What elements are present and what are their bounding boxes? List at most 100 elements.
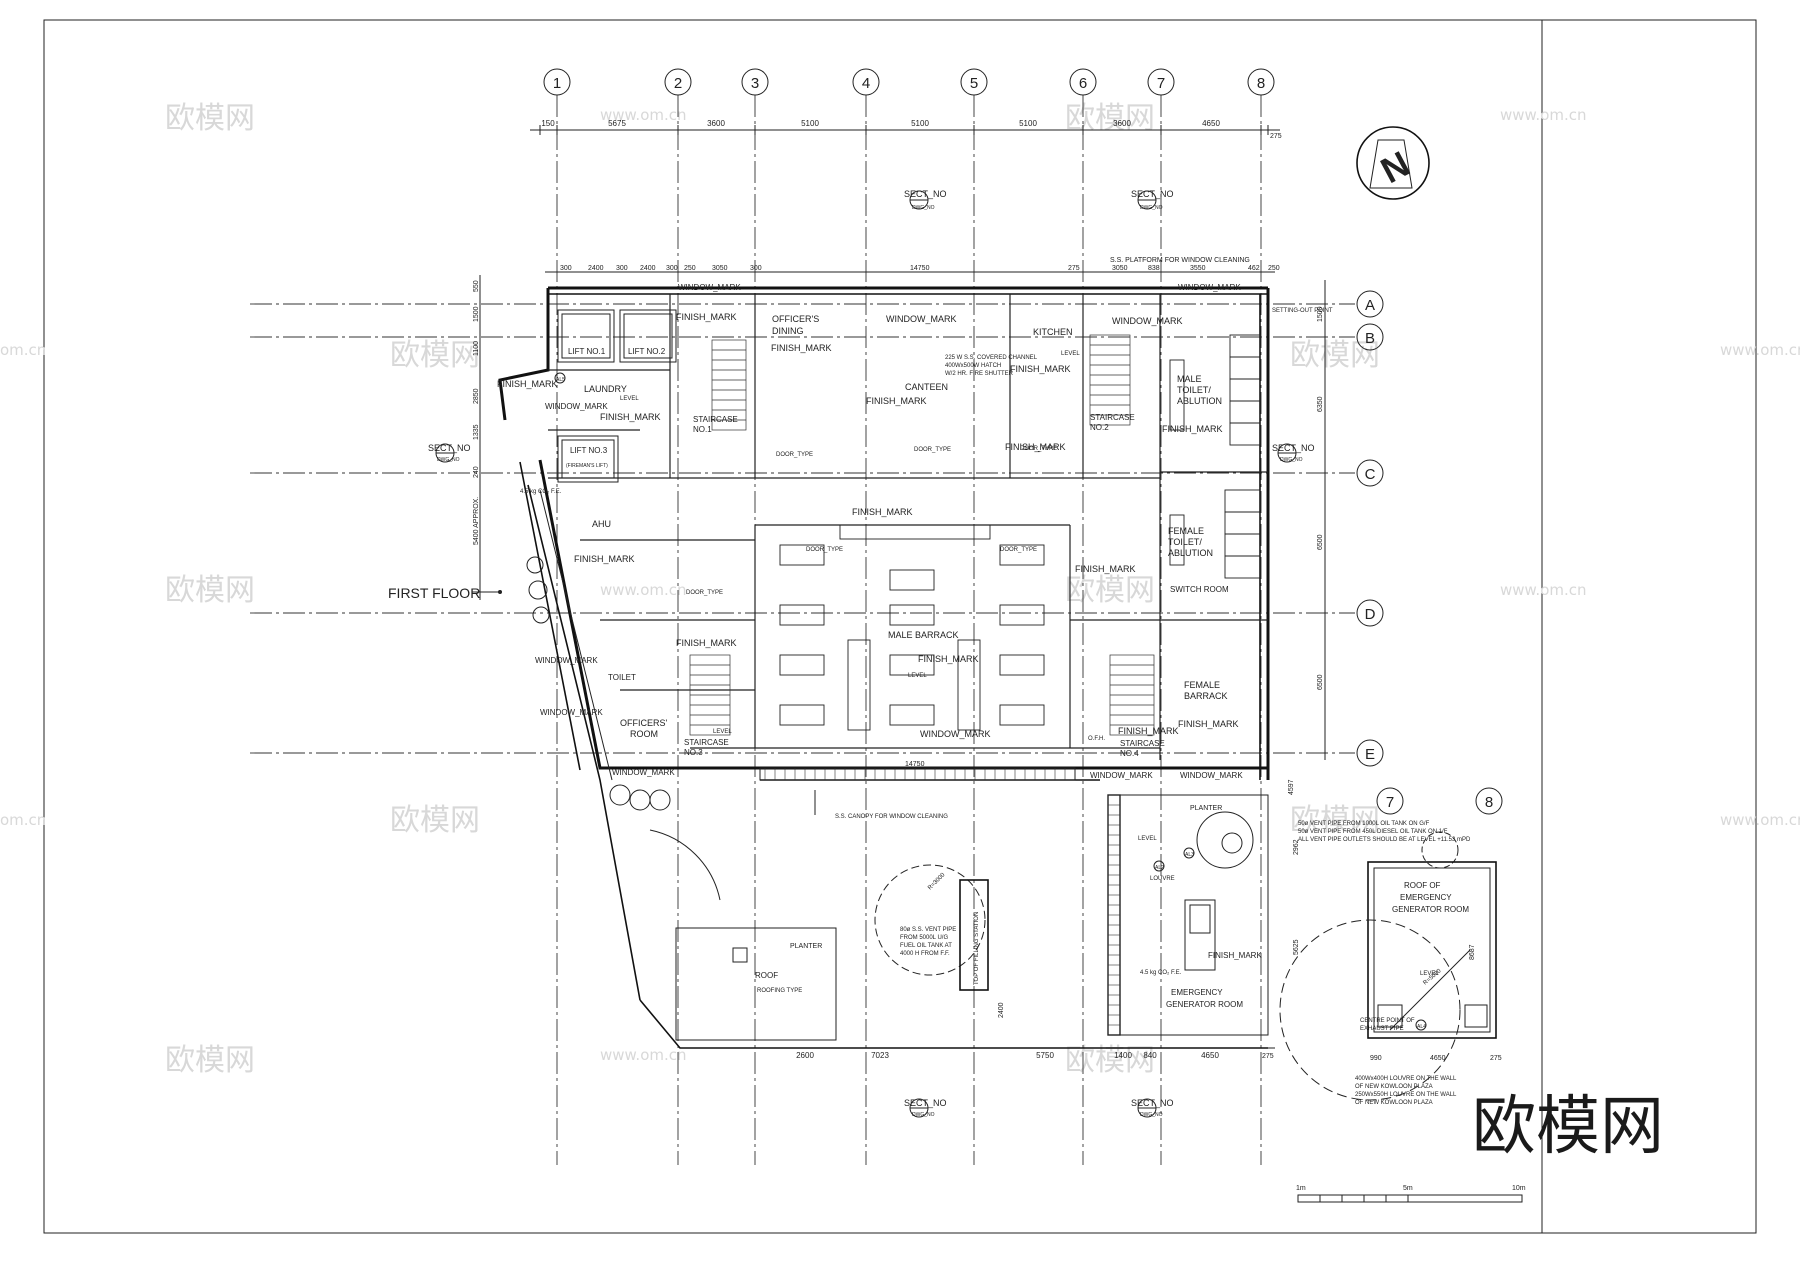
svg-text:EMERGENCY: EMERGENCY	[1171, 988, 1223, 997]
svg-text:ROOFING TYPE: ROOFING TYPE	[757, 988, 802, 994]
canopy-band	[759, 767, 1076, 781]
svg-text:NO.3: NO.3	[684, 748, 703, 757]
svg-text:FINISH_MARK: FINISH_MARK	[1208, 951, 1262, 960]
svg-text:4000 H FROM F.F.: 4000 H FROM F.F.	[900, 951, 950, 957]
watermark-brand-large: 欧模网	[1472, 1090, 1664, 1164]
finish-mark: FINISH_MARK	[676, 312, 737, 322]
svg-text:NO.1: NO.1	[693, 425, 712, 434]
svg-text:5675: 5675	[608, 119, 626, 128]
svg-text:B: B	[1365, 330, 1375, 347]
tag-al4	[1415, 1019, 1427, 1031]
watermark-brand: 欧模网	[1290, 803, 1380, 838]
watermark-site: www.om.cn	[1500, 106, 1587, 124]
svg-text:250: 250	[684, 265, 696, 272]
svg-text:DINING: DINING	[772, 326, 804, 336]
svg-text:LIFT NO.1: LIFT NO.1	[568, 347, 606, 356]
svg-text:225 W S.S. COVERED CHANNEL: 225 W S.S. COVERED CHANNEL	[945, 355, 1038, 361]
svg-text:5625: 5625	[1293, 939, 1300, 955]
svg-text:2: 2	[674, 75, 682, 92]
svg-text:C: C	[1365, 466, 1376, 483]
svg-text:1500: 1500	[1317, 306, 1324, 322]
fire-extinguisher-note: 4.5 kg CO₂ F.E.	[520, 489, 562, 495]
roof-of-generator-room: ROOF OF EMERGENCY GENERATOR ROOM CENTRE …	[1279, 861, 1502, 1106]
svg-text:6: 6	[1079, 75, 1087, 92]
room-label-male-toilet: MALE	[1177, 374, 1202, 384]
svg-text:1400: 1400	[1114, 1051, 1132, 1060]
svg-text:AL5: AL5	[556, 377, 565, 383]
window-mark: WINDOW_MARK	[545, 402, 608, 411]
svg-text:EXHAUST PIPE: EXHAUST PIPE	[1360, 1026, 1404, 1032]
svg-text:OF NEW KOWLOON PLAZA: OF NEW KOWLOON PLAZA	[1355, 1084, 1433, 1090]
room-labels: LAUNDRY OFFICER'S DINING CANTEEN KITCHEN…	[584, 314, 1229, 758]
svg-text:5m: 5m	[1403, 1185, 1413, 1192]
row-grid-lines	[250, 303, 1355, 754]
grid-bubble-E: E	[1356, 739, 1384, 767]
svg-text:5400 APPROX.: 5400 APPROX.	[473, 497, 480, 545]
lift-no2	[619, 309, 677, 363]
room-label-ahu: AHU	[592, 519, 611, 529]
svg-text:2400: 2400	[588, 265, 604, 272]
level-mark: LEVEL	[713, 729, 732, 735]
svg-text:300: 300	[616, 265, 628, 272]
left-facade	[526, 484, 671, 1001]
finish-mark: FINISH_MARK	[676, 638, 737, 648]
svg-text:SECT_NO: SECT_NO	[1131, 1098, 1174, 1108]
scale-bar: 1m 5m 10m	[1296, 1185, 1526, 1203]
building-outline: S.S. CANOPY FOR WINDOW CLEANING 14750	[498, 286, 1270, 820]
svg-text:275: 275	[1262, 1053, 1274, 1060]
svg-text:7: 7	[1386, 794, 1394, 811]
room-label-female-toilet: FEMALE	[1168, 526, 1204, 536]
finish-mark: FINISH_MARK	[1010, 364, 1071, 374]
svg-text:5100: 5100	[1019, 119, 1037, 128]
svg-text:SECT_NO: SECT_NO	[904, 1098, 947, 1108]
svg-text:FROM 5000L U/G: FROM 5000L U/G	[900, 935, 948, 941]
svg-text:SECT_NO: SECT_NO	[428, 443, 471, 453]
svg-text:TOILET/: TOILET/	[1177, 385, 1211, 395]
level-mark: LEVEL	[1138, 836, 1157, 842]
first-floor-label: FIRST FLOOR	[388, 585, 502, 601]
svg-text:400Wx500W HATCH: 400Wx500W HATCH	[945, 363, 1001, 369]
svg-text:8: 8	[1257, 75, 1265, 92]
svg-text:400Wx400H LOUVRE ON THE WALL: 400Wx400H LOUVRE ON THE WALL	[1355, 1076, 1457, 1082]
svg-text:4650: 4650	[1430, 1055, 1446, 1062]
svg-text:SECT_NO: SECT_NO	[1272, 443, 1315, 453]
svg-text:W/2 HR. FIRE SHUTTER: W/2 HR. FIRE SHUTTER	[945, 371, 1014, 377]
svg-text:2962: 2962	[1293, 839, 1300, 855]
grid-bubble-5: 5	[960, 68, 988, 96]
svg-text:275: 275	[1068, 265, 1080, 272]
svg-text:80ø S.S. VENT PIPE: 80ø S.S. VENT PIPE	[900, 927, 956, 933]
svg-text:300: 300	[666, 265, 678, 272]
svg-text:DWG_NO: DWG_NO	[1140, 1112, 1163, 1118]
tag-al5	[554, 372, 566, 384]
room-label-canteen: CANTEEN	[905, 382, 948, 392]
svg-text:5750: 5750	[1036, 1051, 1054, 1060]
svg-text:(FIREMAN'S LIFT): (FIREMAN'S LIFT)	[566, 463, 608, 469]
bottom-dimension-string: 2600 7023 5750 1400 840 4650 275	[770, 1047, 1275, 1060]
svg-text:NO.2: NO.2	[1090, 423, 1109, 432]
canopy-hatch	[764, 768, 1066, 780]
tag-al3	[1183, 847, 1195, 859]
finish-mark: FINISH_MARK	[497, 379, 558, 389]
svg-text:8: 8	[1485, 794, 1493, 811]
svg-text:1335: 1335	[473, 424, 480, 440]
svg-text:ABLUTION: ABLUTION	[1177, 396, 1222, 406]
svg-text:LIFT NO.3: LIFT NO.3	[570, 446, 608, 455]
watermark-brand: 欧模网	[1065, 101, 1155, 136]
filling-station: TOP OF FILLING STATION R=3000 80ø S.S. V…	[874, 864, 1005, 1018]
svg-text:BARRACK: BARRACK	[1184, 691, 1228, 701]
door-type: DOOR_TYPE	[914, 447, 951, 453]
column-grid-lines	[556, 95, 1262, 1165]
svg-text:10m: 10m	[1512, 1185, 1526, 1192]
finish-mark: FINISH_MARK	[1118, 726, 1179, 736]
grid-bubble-8: 8	[1247, 68, 1275, 96]
watermark-site: www.om.cn	[600, 1046, 687, 1064]
svg-text:7: 7	[1157, 75, 1165, 92]
svg-text:3: 3	[751, 75, 759, 92]
interior-walls	[548, 294, 1268, 760]
svg-text:EMERGENCY: EMERGENCY	[1400, 893, 1452, 902]
svg-text:838: 838	[1148, 265, 1160, 272]
room-label-toilet: TOILET	[608, 673, 636, 682]
